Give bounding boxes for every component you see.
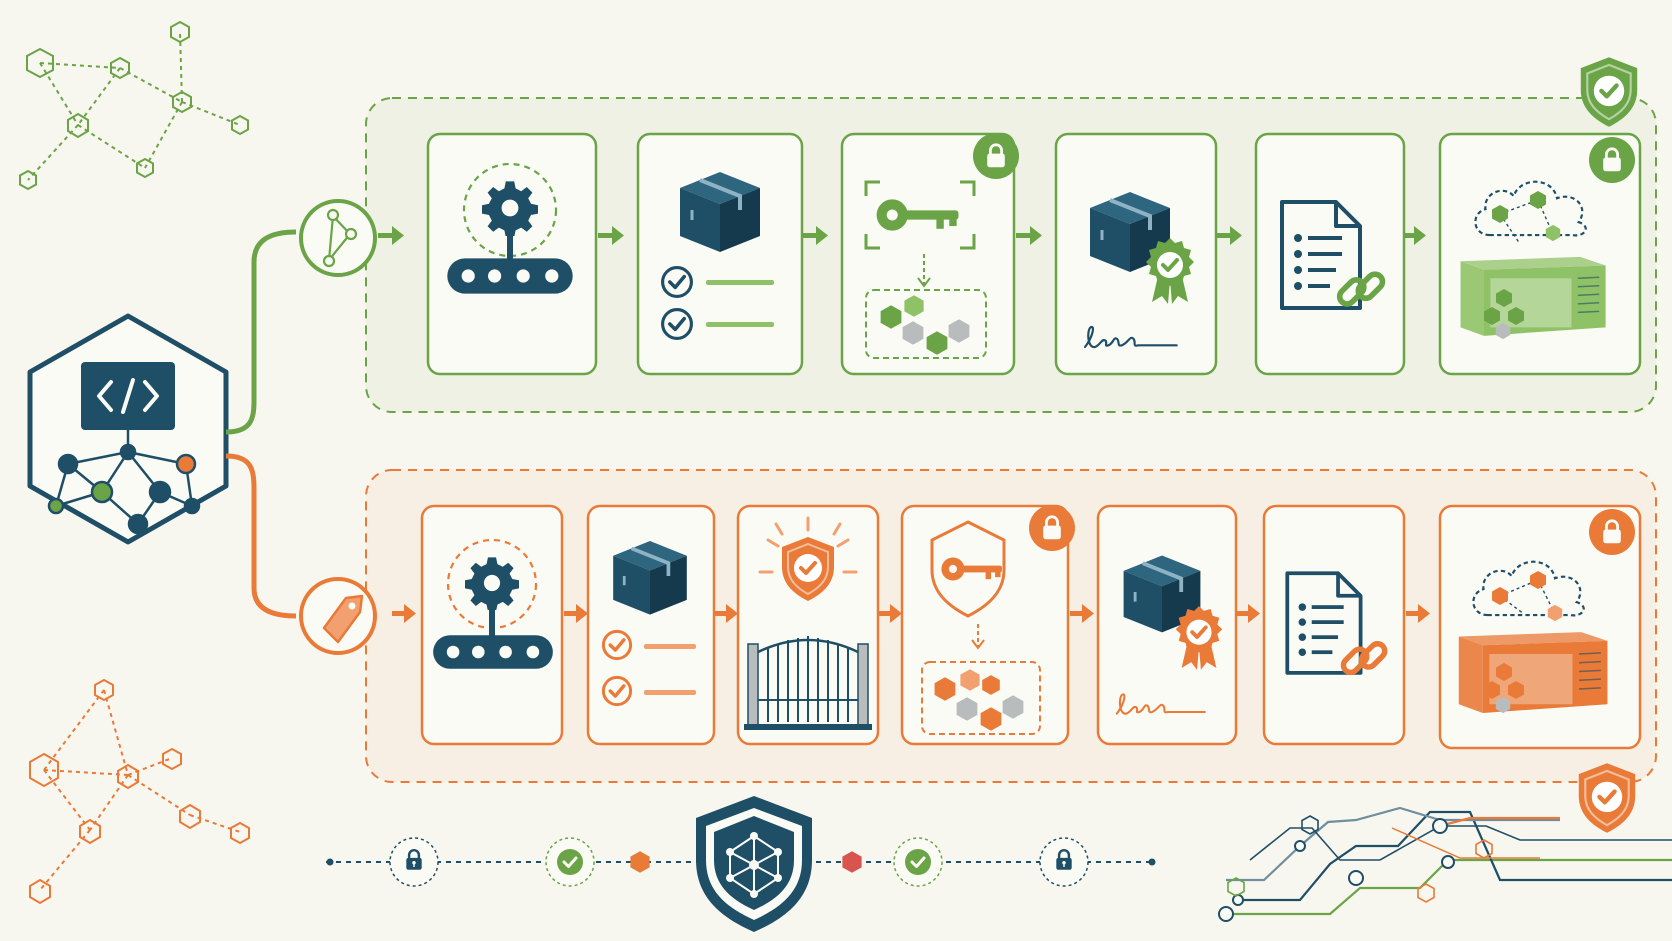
lock-badge: [1589, 137, 1635, 183]
shield-check-icon: [1579, 763, 1635, 832]
dependency-graph-icon: [47, 430, 201, 535]
stage-green-container-registry: [1438, 132, 1642, 376]
pipeline-orange: [299, 469, 1657, 833]
trust-chain: [326, 796, 1156, 932]
stage-orange-package-checklist: [586, 504, 716, 746]
branch-connector-green: [225, 229, 297, 435]
package-checklist-icon: [660, 170, 774, 341]
decor-circuit-bottom-right: [1218, 806, 1672, 922]
shield-key-graph-icon: [921, 520, 1041, 735]
lock-badge: [1589, 509, 1635, 555]
decor-network-top-left: [19, 20, 249, 191]
cloud-container-icon: [1459, 180, 1607, 340]
pipeline-green: [299, 57, 1657, 413]
tag-icon: [299, 577, 377, 655]
key-graph-icon: [864, 180, 987, 359]
shield-network-icon: [696, 796, 812, 932]
stage-orange-build: [420, 504, 564, 746]
gear-conveyor-icon: [447, 162, 573, 294]
lock-badge: [973, 133, 1019, 179]
gear-conveyor-icon: [433, 538, 553, 669]
cloud-container-icon: [1457, 560, 1609, 714]
decor-network-bottom-left: [29, 678, 250, 905]
stage-green-signed-package: [1054, 132, 1218, 376]
lock-icon: [389, 837, 439, 887]
lock-badge: [1029, 505, 1075, 551]
check-icon: [893, 837, 943, 887]
stage-green-build: [426, 132, 598, 376]
code-brackets-icon: [81, 362, 175, 430]
shield-gate-icon: [744, 516, 872, 730]
branch-connector-orange: [225, 453, 297, 619]
stage-orange-signed-package: [1096, 504, 1238, 746]
git-branch-icon: [299, 199, 377, 277]
stage-green-key-sign: [840, 132, 1019, 376]
hexagon-icon: [842, 851, 862, 873]
check-icon: [545, 837, 595, 887]
stage-green-sbom-link: [1254, 132, 1406, 376]
stage-green-package-checklist: [636, 132, 804, 376]
source-code-hexagon: [27, 313, 229, 545]
stage-orange-sbom-link: [1262, 504, 1406, 746]
lock-icon: [1039, 837, 1089, 887]
flow-arrows-green: [378, 226, 1426, 245]
package-checklist-icon: [601, 539, 696, 707]
stage-orange-container-registry: [1438, 504, 1642, 750]
hexagon-icon: [630, 851, 650, 873]
flow-arrows-orange: [392, 604, 1430, 623]
stage-orange-policy-gate: [736, 504, 880, 746]
stage-orange-key-sign: [900, 504, 1075, 746]
